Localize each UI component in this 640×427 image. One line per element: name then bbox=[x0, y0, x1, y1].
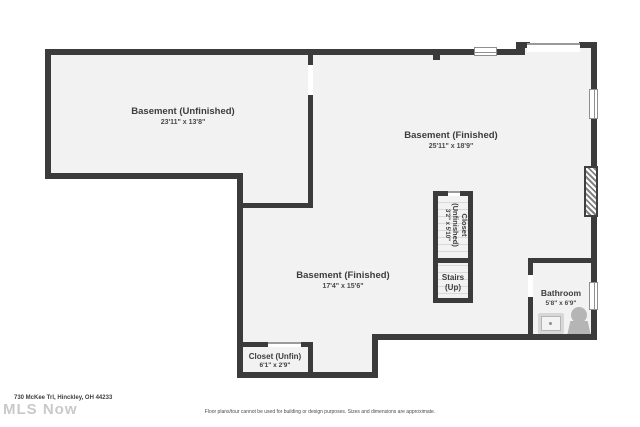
window-pane-line bbox=[475, 51, 496, 53]
wall-divider-lower bbox=[308, 95, 313, 208]
wall-left-upper bbox=[45, 49, 51, 179]
wall-closet-top-left bbox=[433, 191, 448, 196]
window-right-hatched bbox=[584, 166, 598, 217]
room-sub: (Up) bbox=[445, 283, 461, 292]
wall-divider-upper bbox=[308, 49, 313, 65]
wall-closet-top-right bbox=[460, 191, 473, 196]
wall-top-b-left bbox=[516, 42, 530, 48]
room-dims: 3'2" x 5'10" bbox=[444, 209, 451, 241]
wall-stub-top bbox=[433, 55, 440, 60]
room-dims: 6'1" x 2'9" bbox=[259, 362, 291, 369]
window-pane-line bbox=[593, 283, 595, 309]
window-right-upper bbox=[589, 89, 598, 119]
floor-basement-unfinished bbox=[48, 52, 310, 176]
door-opening-closet-line bbox=[448, 191, 460, 193]
opening-top-right-gap bbox=[527, 44, 580, 52]
room-name: Stairs bbox=[441, 273, 465, 282]
wall-bottom-right bbox=[372, 334, 597, 340]
wall-bathroom-top bbox=[528, 258, 597, 263]
floor-notch bbox=[310, 336, 377, 378]
wall-closet-unfin-top-right bbox=[301, 342, 313, 347]
label-basement-finished-upper: Basement (Finished) 25'11" x 18'9" bbox=[371, 130, 531, 152]
room-name: Bathroom bbox=[540, 288, 582, 298]
wall-closet-unfin-right bbox=[308, 342, 313, 378]
window-bathroom bbox=[589, 282, 598, 310]
opening-top-right-line bbox=[527, 43, 580, 45]
sink-icon bbox=[538, 313, 564, 334]
wall-top-a bbox=[45, 49, 523, 55]
door-opening-closet-unfin-gap bbox=[268, 344, 301, 347]
wall-top-step bbox=[516, 42, 525, 55]
label-stairs: Stairs (Up) bbox=[433, 273, 473, 293]
wall-bathroom-left-upper bbox=[528, 258, 533, 275]
door-opening-closet-gap bbox=[448, 193, 460, 196]
property-address: 730 McKee Trl, Hinckley, OH 44233 bbox=[14, 395, 113, 401]
room-name: Closet (Unfin) bbox=[248, 352, 302, 361]
floor-basement-finished-upper bbox=[310, 52, 522, 336]
window-pane-line bbox=[593, 90, 595, 118]
wall-closet-stairs-divider bbox=[433, 258, 473, 263]
label-closet-unfinished: Closet (Unfinished) 3'2" x 5'10" bbox=[435, 187, 469, 263]
room-dims: 23'11" x 13'8" bbox=[160, 118, 206, 126]
wall-closet-left bbox=[433, 191, 438, 303]
toilet-icon bbox=[567, 307, 591, 336]
label-closet-unfin: Closet (Unfin) 6'1" x 2'9" bbox=[240, 352, 310, 370]
wall-bottom-left bbox=[237, 372, 378, 378]
wall-mid-horizontal bbox=[240, 203, 313, 208]
room-name: Basement (Unfinished) bbox=[131, 106, 235, 117]
wall-stairs-bottom bbox=[433, 298, 473, 303]
room-name: Basement (Finished) bbox=[404, 130, 498, 141]
wall-bathroom-left-lower bbox=[528, 297, 533, 340]
room-name-2: (Unfinished) bbox=[450, 203, 460, 247]
wall-closet-unfin-top-left bbox=[237, 342, 268, 347]
wall-left-lower bbox=[237, 173, 243, 378]
room-dims: 5'8" x 6'9" bbox=[545, 299, 577, 307]
window-top bbox=[474, 47, 497, 56]
toilet-bowl bbox=[571, 307, 587, 323]
room-dims: 25'11" x 18'9" bbox=[428, 142, 474, 150]
toilet-tank bbox=[567, 321, 591, 336]
sink-drain bbox=[549, 322, 552, 325]
door-opening-divider bbox=[308, 65, 313, 95]
mls-now-watermark: MLS Now bbox=[3, 401, 78, 418]
room-dims: 17'4" x 15'6" bbox=[322, 282, 364, 290]
room-name: Closet bbox=[460, 213, 469, 237]
room-name: Basement (Finished) bbox=[296, 270, 390, 281]
wall-bottom-step bbox=[372, 334, 378, 378]
door-opening-closet-unfin-line bbox=[268, 342, 301, 344]
label-bathroom: Bathroom 5'8" x 6'9" bbox=[526, 288, 596, 308]
stair-treads bbox=[438, 196, 468, 298]
wall-top-b-right bbox=[579, 42, 597, 48]
label-basement-unfinished: Basement (Unfinished) 23'11" x 13'8" bbox=[103, 106, 263, 128]
disclaimer-text: Floor plans/tour cannot be used for buil… bbox=[204, 409, 436, 415]
label-basement-finished-lower: Basement (Finished) 17'4" x 15'6" bbox=[263, 270, 423, 292]
door-opening-bathroom bbox=[528, 275, 533, 297]
wall-closet-right bbox=[468, 191, 473, 303]
wall-unfinished-bottom bbox=[45, 173, 243, 179]
